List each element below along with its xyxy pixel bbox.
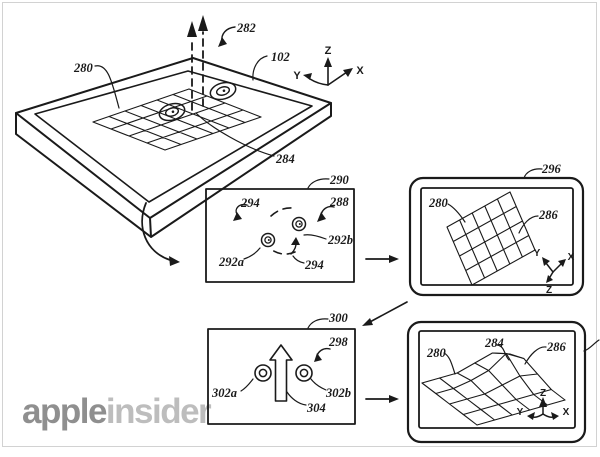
ref-296: 296 <box>541 162 562 176</box>
leader-298 <box>316 347 331 357</box>
leader-304 <box>286 391 307 406</box>
ref-284: 284 <box>275 152 295 166</box>
leader-296 <box>523 168 543 179</box>
axis-z-label: Z <box>325 45 332 57</box>
leader-294-top <box>235 203 248 215</box>
ref-304: 304 <box>306 401 326 415</box>
touch-point-icon <box>158 102 186 122</box>
ref-286-mid: 286 <box>538 208 559 222</box>
leader-292a <box>243 247 261 260</box>
leader-300 <box>307 318 329 329</box>
ref-290: 290 <box>329 173 350 187</box>
swipe-up-arrow-icon <box>269 344 293 402</box>
ref-292b: 292b <box>327 233 353 247</box>
leader-286-bot <box>524 346 547 365</box>
contact-icon-302a <box>254 364 272 382</box>
ref-280: 280 <box>73 61 94 75</box>
axis-y-label-296: Y <box>534 248 541 259</box>
leader-292b <box>303 234 327 240</box>
ref-284-bot: 284 <box>484 336 504 350</box>
leader-290 <box>307 178 330 189</box>
leader-294-bottom <box>292 255 305 264</box>
axis-y-label-bot: Y <box>517 407 524 418</box>
axis-x-label-bot: X <box>563 407 570 418</box>
leader-282-arrow <box>221 26 236 42</box>
ref-280-bot: 280 <box>426 346 447 360</box>
ref-282: 282 <box>236 21 256 35</box>
axis-y-label: Y <box>293 70 301 82</box>
watermark-insider: insider <box>105 392 212 431</box>
ref-302b: 302b <box>325 386 351 400</box>
axis-z-label-296: Z <box>546 285 552 296</box>
ref-302a: 302a <box>211 386 237 400</box>
leader-102 <box>252 55 268 81</box>
ref-294-top: 294 <box>240 196 260 210</box>
xyz-axes-icon-bottom <box>527 397 559 420</box>
image-frame <box>2 2 597 447</box>
ref-280-mid: 280 <box>428 196 449 210</box>
leader-284-bot <box>496 344 510 361</box>
rotated-grid <box>447 192 535 285</box>
leader-302a <box>240 378 254 392</box>
leader-right-edge <box>583 339 600 352</box>
rotation-arc-top <box>270 207 294 217</box>
leader-302b <box>310 378 327 391</box>
contact-icon-292a <box>260 232 276 248</box>
contact-icon-302b <box>295 364 313 382</box>
xyz-axes-icon-296 <box>542 257 566 283</box>
ref-298: 298 <box>328 335 349 349</box>
ref-294-bottom: 294 <box>304 258 324 272</box>
swipe-gesture-box <box>207 318 356 425</box>
deformed-mesh <box>421 352 566 426</box>
touch-point-icon <box>209 81 237 101</box>
device-3d-figure <box>15 15 353 266</box>
rotate-gesture-box <box>205 178 355 283</box>
leader-286-mid <box>518 215 539 234</box>
leader-280 <box>94 65 120 109</box>
lift-gesture-arrows-icon <box>187 15 208 111</box>
leader-284 <box>195 112 275 157</box>
leader-280-bot <box>443 352 456 375</box>
rotated-view-tablet <box>408 168 585 295</box>
ref-300: 300 <box>328 311 349 325</box>
ref-288: 288 <box>329 195 350 209</box>
flow-arrow-296-300 <box>367 301 408 324</box>
axis-z-label-bot: Z <box>540 388 546 399</box>
deformed-view-tablet <box>406 320 600 444</box>
ref-292a: 292a <box>218 255 244 269</box>
axis-x-label-296: X <box>568 252 575 263</box>
ref-102: 102 <box>271 50 290 64</box>
contact-icon-292b <box>291 216 307 232</box>
leader-280-mid <box>447 203 466 223</box>
ref-286-bot: 286 <box>546 340 567 354</box>
watermark-apple: apple <box>22 392 107 431</box>
axis-x-label: X <box>356 65 364 77</box>
flow-arrow-to-290 <box>141 202 171 261</box>
xyz-axes-icon <box>303 57 353 86</box>
appleinsider-watermark: appleinsider <box>22 392 212 432</box>
